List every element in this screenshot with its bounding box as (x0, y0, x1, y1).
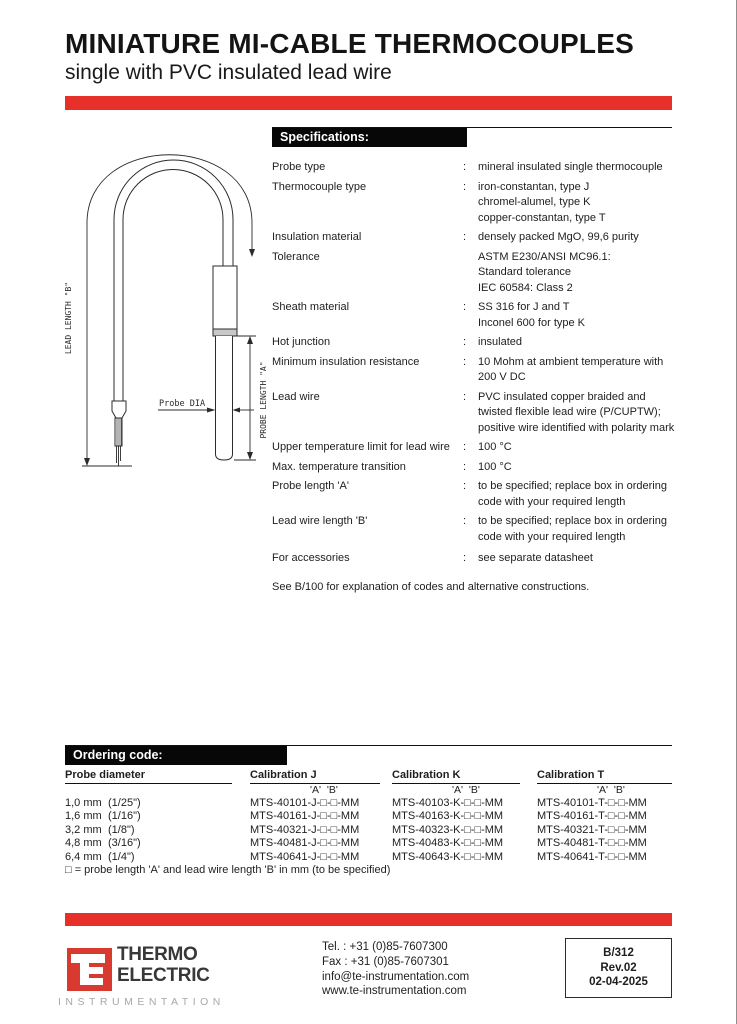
ordering-footnote: □ = probe length 'A' and lead wire lengt… (65, 864, 391, 876)
column-calibration-j: Calibration J 'A' 'B' MTS-40101-J-□-□-MM… (250, 769, 392, 864)
table-row: 3,2 mm(1/8") (65, 823, 135, 836)
order-code: MTS-40101-J-□-□-MM (250, 797, 360, 809)
doc-date: 02-04-2025 (589, 976, 648, 989)
contact-fax: Fax : +31 (0)85-7607301 (322, 955, 449, 968)
thermocouple-tube (111, 159, 238, 466)
order-code: MTS-40101-T-□-□-MM (537, 797, 647, 809)
order-code: MTS-40321-J-□-□-MM (250, 823, 360, 836)
order-code: MTS-40483-K-□-□-MM (392, 837, 504, 850)
spec-row: Insulation material : densely packed MgO… (272, 231, 639, 243)
spec-row: Minimum insulation resistance : 10 Mohm … (272, 355, 664, 384)
contact-email: info@te-instrumentation.com (322, 970, 470, 983)
spec-row: Lead wire : PVC insulated copper braided… (272, 390, 675, 434)
brand-subtitle: INSTRUMENTATION (58, 996, 225, 1008)
column-probe-diameter: Probe diameter 1,0 mm(1/25") 1,6 mm(1/16… (65, 769, 250, 864)
table-row: 6,4 mm(1/4") (65, 850, 135, 863)
specifications-rows: Probe type : mineral insulated single th… (272, 160, 675, 567)
ordering-code-header: Ordering code: (65, 746, 287, 765)
codes-note: See B/100 for explanation of codes and a… (272, 581, 590, 593)
column-calibration-k: Calibration K 'A' 'B' MTS-40103-K-□-□-MM… (392, 769, 537, 864)
spec-row: Upper temperature limit for lead wire : … (272, 441, 512, 453)
spec-row: Lead wire length 'B' : to be specified; … (272, 515, 667, 543)
table-row: 1,0 mm(1/25") (65, 797, 141, 809)
order-code: MTS-40481-T-□-□-MM (537, 837, 647, 850)
order-code: MTS-40323-K-□-□-MM (392, 823, 504, 836)
contact-block: Tel. : +31 (0)85-7607300 Fax : +31 (0)85… (322, 940, 469, 999)
document-reference-box: B/312 Rev.02 02-04-2025 (565, 938, 672, 998)
page-title: MINIATURE MI-CABLE THERMOCOUPLES (65, 28, 634, 59)
column-calibration-t: Calibration T 'A' 'B' MTS-40101-T-□-□-MM… (537, 769, 672, 864)
order-code: MTS-40321-T-□-□-MM (537, 823, 647, 836)
page-subtitle: single with PVC insulated lead wire (65, 61, 392, 84)
specifications-section: Specifications: Probe type : mineral ins… (272, 127, 675, 571)
order-code: MTS-40161-J-□-□-MM (250, 810, 360, 823)
dimension-lines (82, 154, 256, 467)
order-code: MTS-40103-K-□-□-MM (392, 797, 504, 809)
order-code: MTS-40641-T-□-□-MM (537, 850, 647, 863)
ordering-table: Probe diameter 1,0 mm(1/25") 1,6 mm(1/16… (65, 769, 672, 864)
probe-diagram: LEAD LENGTH "B" PROBE LENGTH "A" Probe D… (64, 154, 268, 467)
contact-tel: Tel. : +31 (0)85-7607300 (322, 941, 448, 953)
order-code: MTS-40641-J-□-□-MM (250, 850, 360, 863)
spec-row: Sheath material : SS 316 for J and T Inc… (272, 301, 586, 329)
spec-row: Tolerance ASTM E230/ANSI MC96.1: Standar… (272, 250, 611, 294)
lead-length-label: LEAD LENGTH "B" (64, 282, 73, 354)
probe-length-label: PROBE LENGTH "A" (259, 361, 268, 438)
spec-row: Probe type : mineral insulated single th… (272, 161, 663, 173)
order-code: MTS-40643-K-□-□-MM (392, 850, 504, 863)
ordering-code-section: Ordering code: Probe diameter 1,0 mm(1/2… (65, 745, 672, 864)
te-monogram-icon (67, 948, 112, 991)
probe-dia-label: Probe DIA (159, 399, 205, 409)
spec-row: Hot junction : insulated (272, 336, 523, 348)
dimension-arrows (84, 249, 255, 466)
table-row: 1,6 mm(1/16") (65, 810, 141, 823)
header-red-bar (65, 96, 672, 110)
footer-red-bar (65, 913, 672, 926)
table-row: 4,8 mm(3/16") (65, 837, 141, 850)
spec-row: Probe length 'A' : to be specified; repl… (272, 480, 667, 508)
spec-row: Thermocouple type : iron-constantan, typ… (272, 180, 606, 224)
order-code: MTS-40163-K-□-□-MM (392, 810, 504, 823)
brand-name: THERMO ELECTRIC (117, 944, 210, 986)
doc-revision: Rev.02 (600, 961, 637, 974)
contact-website: www.te-instrumentation.com (322, 985, 467, 998)
spec-row: For accessories : see separate datasheet (272, 552, 593, 564)
doc-number: B/312 (603, 947, 634, 960)
spec-row: Max. temperature transition : 100 °C (272, 460, 512, 473)
order-code: MTS-40481-J-□-□-MM (250, 837, 360, 850)
order-code: MTS-40161-T-□-□-MM (537, 810, 647, 823)
specifications-header: Specifications: (272, 128, 467, 147)
